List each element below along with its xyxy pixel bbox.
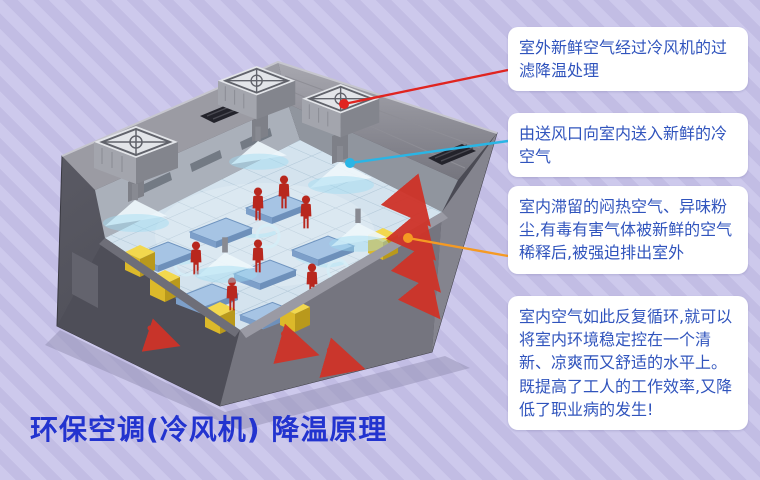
- callout-text-circulation: 室内空气如此反复循环,就可以将室内环境稳定控在一个清新、凉爽而又舒适的水平上。既…: [519, 307, 733, 419]
- exhaust-arrows: [141, 173, 441, 378]
- callout-fresh-air-filter: 室外新鲜空气经过冷风机的过滤降温处理: [508, 27, 748, 92]
- rooftop-cooling-units: [93, 65, 381, 185]
- parapets: [99, 212, 448, 338]
- connector-dot-red: [339, 99, 349, 109]
- callout-text-exhaust: 室内滞留的闷热空气、异味粉尘,有毒有害气体被新鲜的空气稀释后,被强迫排出室外: [519, 197, 733, 263]
- connector-dot-cyan: [345, 158, 355, 168]
- callout-text-supply-air: 由送风口向室内送入新鲜的冷空气: [519, 124, 728, 167]
- connector-line-cyan: [349, 139, 509, 165]
- machines: [125, 228, 398, 334]
- factory-cooling-illustration: [45, 60, 498, 430]
- air-diffusers: [103, 112, 389, 283]
- connector-line-orange: [407, 236, 509, 258]
- roof-vents: [200, 102, 476, 165]
- roof: [61, 60, 498, 190]
- interior-floor: [105, 140, 442, 330]
- connector-fresh-air: [339, 68, 509, 109]
- connector-line-red: [343, 68, 509, 106]
- callout-supply-air: 由送风口向室内送入新鲜的冷空气: [508, 113, 748, 178]
- callout-exhaust: 室内滞留的闷热空气、异味粉尘,有毒有害气体被新鲜的空气稀释后,被强迫排出室外: [508, 186, 748, 274]
- page-title: 环保空调(冷风机) 降温原理: [30, 413, 388, 446]
- callout-circulation: 室内空气如此反复循环,就可以将室内环境稳定控在一个清新、凉爽而又舒适的水平上。既…: [508, 296, 748, 430]
- building-walls: [56, 61, 498, 407]
- callout-text-fresh-air-filter: 室外新鲜空气经过冷风机的过滤降温处理: [519, 38, 728, 81]
- connector-dot-orange: [403, 233, 413, 243]
- interior-walls: [95, 104, 458, 238]
- connector-supply-air: [345, 139, 509, 168]
- airflow-swirls: [148, 223, 350, 282]
- connector-exhaust: [403, 233, 509, 258]
- workers: [190, 175, 318, 311]
- workbenches: [131, 193, 355, 330]
